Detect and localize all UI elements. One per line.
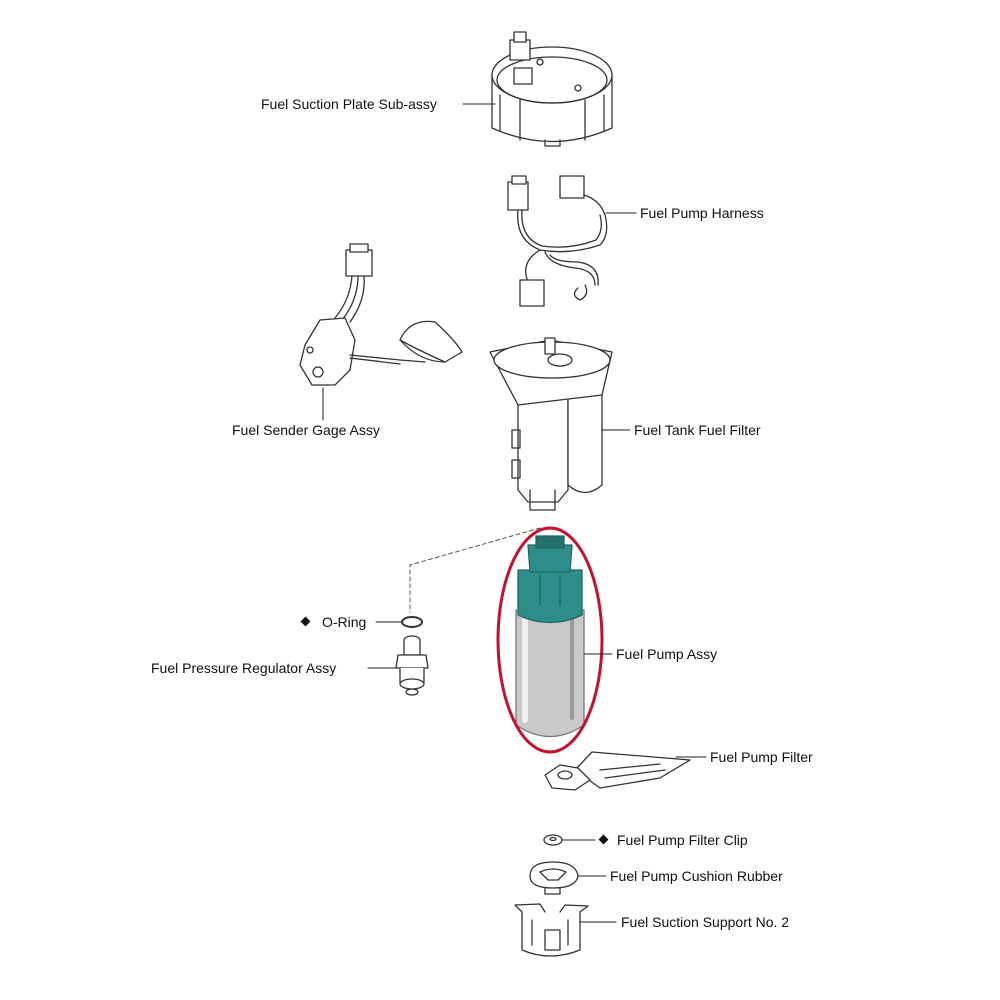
label-filter-clip: Fuel Pump Filter Clip	[617, 832, 748, 848]
dashed-alignment-line	[409, 527, 541, 613]
label-regulator: Fuel Pressure Regulator Assy	[151, 660, 337, 676]
sender-gage-drawing	[299, 243, 463, 386]
pump-filter-drawing	[544, 751, 691, 791]
pump-assy-drawing	[515, 535, 585, 738]
leader-lines	[322, 103, 707, 923]
suction-plate-drawing	[491, 31, 613, 147]
label-tank-filter: Fuel Tank Fuel Filter	[634, 422, 761, 438]
label-sender-gage: Fuel Sender Gage Assy	[232, 422, 380, 438]
tank-filter-drawing	[489, 337, 613, 511]
pump-highlight-ellipse	[496, 526, 604, 754]
label-harness: Fuel Pump Harness	[640, 205, 764, 221]
label-o-ring: O-Ring	[322, 614, 367, 630]
o-ring-drawing	[401, 616, 423, 628]
cushion-rubber-drawing	[529, 861, 579, 895]
label-pump-assy: Fuel Pump Assy	[616, 646, 718, 662]
regulator-drawing	[395, 635, 429, 696]
label-pump-filter: Fuel Pump Filter	[710, 749, 813, 765]
label-suction-plate: Fuel Suction Plate Sub-assy	[261, 96, 437, 112]
label-suction-support: Fuel Suction Support No. 2	[621, 914, 790, 930]
label-cushion-rubber: Fuel Pump Cushion Rubber	[610, 868, 783, 884]
filter-clip-drawing	[543, 834, 563, 846]
suction-support-drawing	[514, 903, 589, 957]
harness-drawing	[507, 175, 608, 307]
